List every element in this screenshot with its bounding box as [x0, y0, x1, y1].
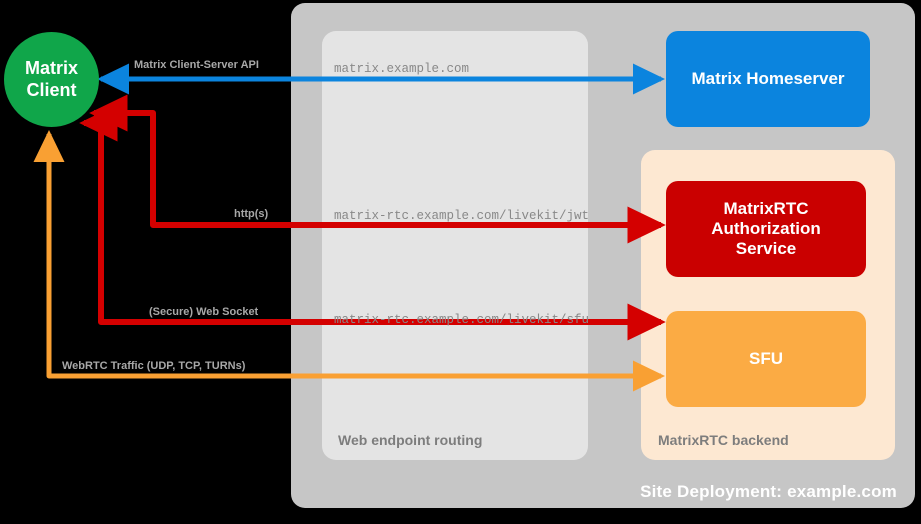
node-auth-line3: Service	[735, 239, 797, 259]
endpoint-label-matrix: matrix.example.com	[334, 62, 470, 76]
endpoint-label-livekit-jwt: matrix-rtc.example.com/livekit/jwt	[334, 209, 590, 223]
node-auth-line1: MatrixRTC	[723, 198, 809, 218]
connection-label-webrtc: WebRTC Traffic (UDP, TCP, TURNs)	[62, 360, 246, 372]
node-matrix-homeserver[interactable]: Matrix Homeserver	[666, 31, 870, 127]
web-endpoint-routing-container: Web endpoint routing	[322, 31, 588, 460]
node-sfu[interactable]: SFU	[666, 311, 866, 407]
node-matrixrtc-authorization-service[interactable]: MatrixRTC Authorization Service	[666, 181, 866, 277]
web-endpoint-routing-label: Web endpoint routing	[338, 432, 483, 448]
site-deployment-label: Site Deployment: example.com	[640, 482, 897, 501]
matrixrtc-backend-label: MatrixRTC backend	[658, 432, 789, 448]
node-matrix-client-line2: Client	[26, 79, 77, 100]
connection-label-cs-api: Matrix Client-Server API	[134, 59, 259, 71]
node-auth-line2: Authorization	[711, 218, 821, 238]
connection-label-websocket: (Secure) Web Socket	[149, 306, 259, 318]
endpoint-label-livekit-sfu: matrix-rtc.example.com/livekit/sfu	[334, 313, 590, 327]
connection-label-https: http(s)	[234, 208, 269, 220]
node-matrix-homeserver-label: Matrix Homeserver	[691, 68, 845, 88]
node-matrix-client-line1: Matrix	[24, 58, 78, 79]
node-matrix-client[interactable]: Matrix Client	[4, 32, 99, 127]
node-sfu-label: SFU	[749, 348, 783, 368]
